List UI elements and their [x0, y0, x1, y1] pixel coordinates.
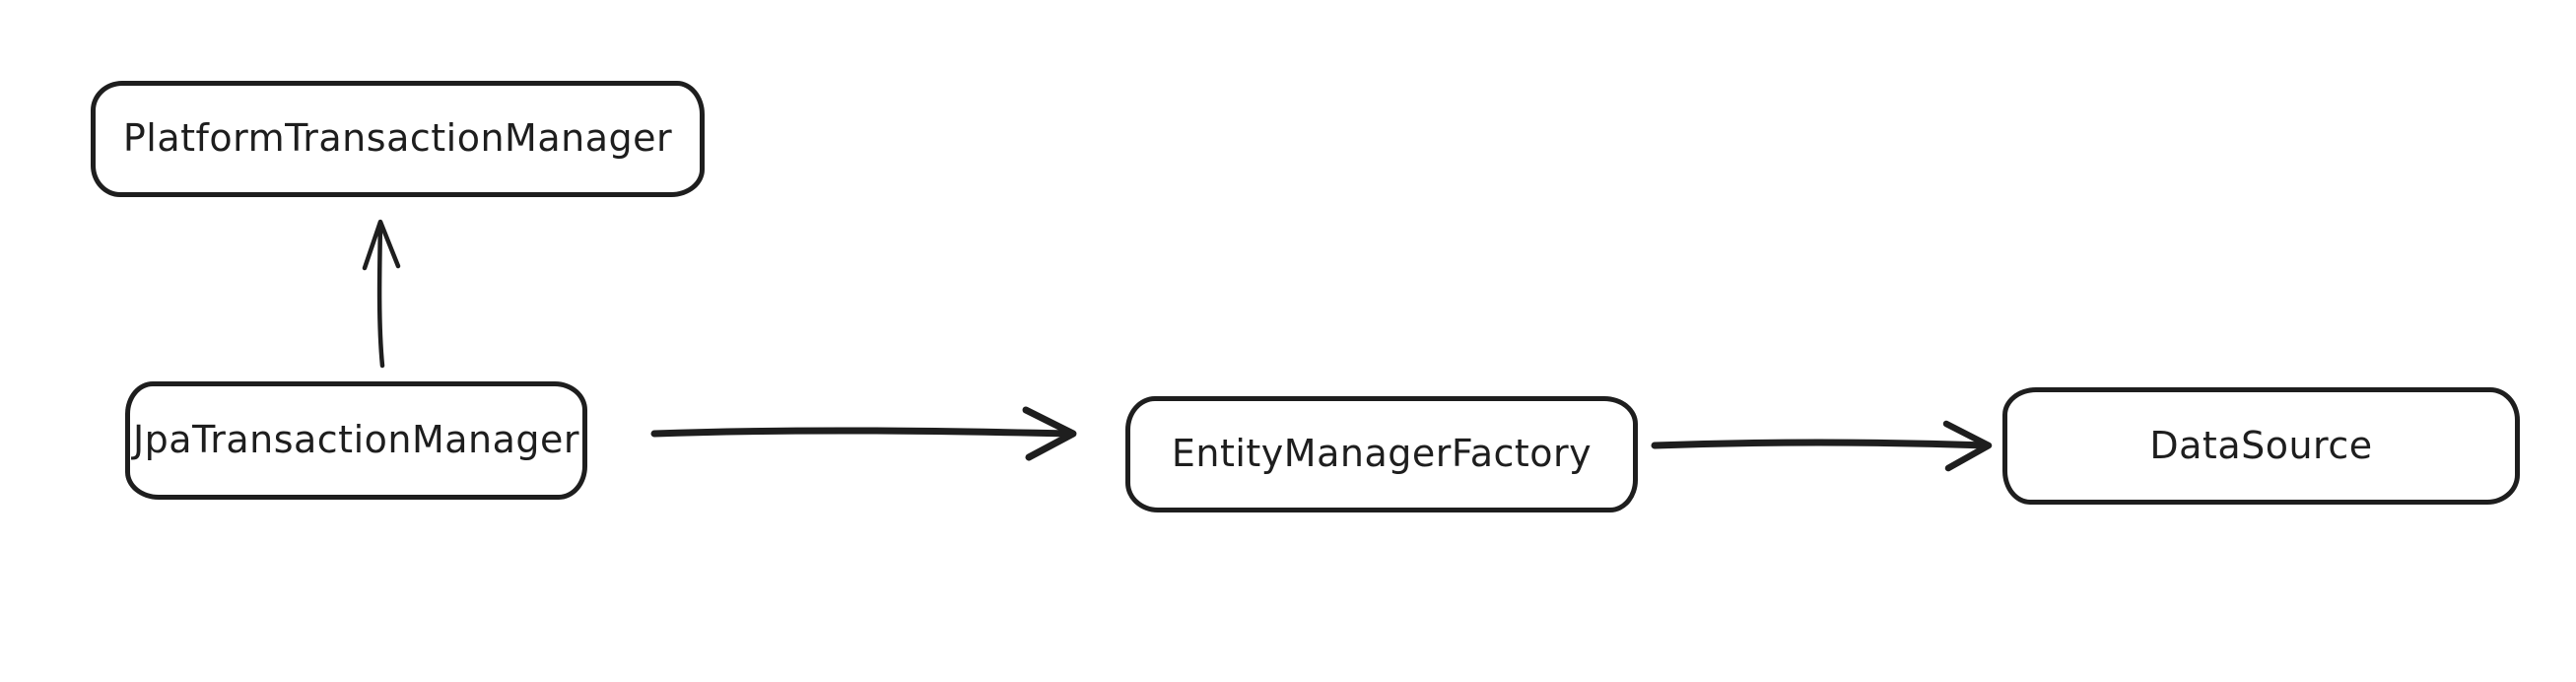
node-entity-manager-factory: EntityManagerFactory: [1125, 396, 1638, 512]
arrow-jpa-to-entity-manager-factory: [650, 406, 1077, 461]
node-jpa-transaction-manager: JpaTransactionManager: [125, 381, 587, 500]
node-label-data-source: DataSource: [2149, 423, 2373, 467]
node-platform-transaction-manager: PlatformTransactionManager: [91, 81, 705, 197]
node-label-platform-transaction-manager: PlatformTransactionManager: [122, 116, 673, 160]
arrow-jpa-to-platform-transaction-manager: [362, 219, 401, 369]
node-label-jpa-transaction-manager: JpaTransactionManager: [132, 418, 580, 461]
arrow-entity-manager-factory-to-data-source: [1651, 420, 1993, 472]
node-label-entity-manager-factory: EntityManagerFactory: [1171, 432, 1593, 475]
node-data-source: DataSource: [2002, 387, 2520, 505]
